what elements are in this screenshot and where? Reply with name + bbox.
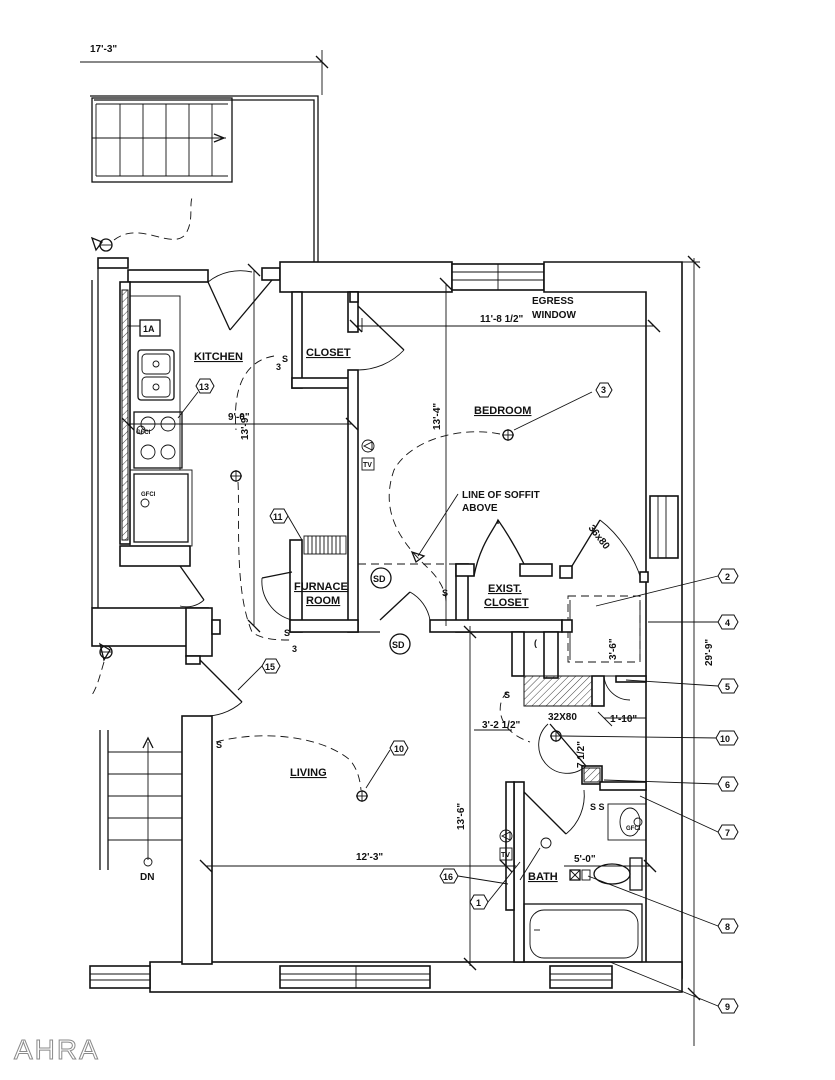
switch-furnace: S (284, 628, 290, 638)
room-label-exist-closet-1: EXIST. (488, 583, 522, 595)
switch-kitchen-num: 3 (276, 362, 281, 372)
dim-kitchen-width: 9'-0" (228, 412, 250, 423)
living-walls: DN (91, 545, 515, 965)
switch-mark-closet: ( (534, 638, 537, 648)
electrical: S S S 3 3 S S TV TV SD SD (215, 354, 562, 861)
switch-hall: S (504, 690, 510, 700)
dim-kitchen-height: 13'-9" (240, 413, 251, 440)
watermark: AHRA (14, 1034, 100, 1066)
switch-mark-bath: S S (590, 802, 605, 812)
dim-bedroom-height: 13'-4" (432, 403, 443, 430)
switch-kitchen: S (282, 354, 288, 364)
dim-hall-width: 3'-2 1/2" (482, 720, 521, 731)
callout-3: 3 (601, 385, 606, 395)
callout-8: 8 (725, 922, 730, 932)
upper-stair (90, 95, 319, 262)
room-label-exist-closet-2: CLOSET (484, 597, 529, 609)
callout-7: 7 (725, 828, 730, 838)
callout-10-hall: 10 (720, 734, 730, 744)
tv-label-bedroom: TV (363, 462, 372, 469)
dim-bedroom-width: 11'-8 1/2" (480, 314, 524, 325)
callout-16: 16 (443, 872, 453, 882)
callouts: 3 13 11 15 10 16 1 2 4 5 (177, 378, 739, 1014)
gfci-label-2: GFCI (141, 492, 156, 498)
dim-closet-depth: 3'-6" (608, 638, 619, 660)
switch-s-bedroom: S (442, 588, 448, 598)
soffit-line (358, 493, 459, 565)
callout-9: 9 (725, 1002, 730, 1012)
switch-furnace-num: 3 (292, 644, 297, 654)
gfci-label-bath: GFCI (626, 826, 641, 832)
switch-living: S (216, 740, 222, 750)
furnace-room (261, 535, 359, 633)
callout-10-living: 10 (394, 744, 404, 754)
callout-5: 5 (725, 682, 730, 692)
callout-1: 1 (476, 898, 481, 908)
room-label-furnace-2: ROOM (306, 595, 340, 607)
wall-light-fixture (90, 194, 194, 252)
dim-bath-door: 7 1/2" (576, 741, 587, 768)
room-label-bath: BATH (528, 871, 558, 883)
dim-top-overall: 17'-3" (90, 44, 117, 55)
dim-bath-width: 5'-0" (574, 854, 596, 865)
kitchen-walls: 1A GFCI GFCI (91, 257, 281, 609)
callout-4: 4 (725, 618, 730, 628)
bedroom-interior-walls: ( (358, 518, 649, 707)
callout-6: 6 (725, 780, 730, 790)
egress-label-1: EGRESS (532, 296, 574, 307)
callout-15: 15 (265, 662, 275, 672)
room-labels: KITCHEN CLOSET BEDROOM FURNACE ROOM EXIS… (194, 296, 576, 883)
room-label-closet: CLOSET (306, 347, 351, 359)
smoke-detector-2: SD (392, 640, 405, 650)
callout-2: 2 (725, 572, 730, 582)
soffit-label-2: ABOVE (462, 503, 498, 514)
dim-living-height: 13'-6" (456, 803, 467, 830)
room-label-living: LIVING (290, 767, 327, 779)
door-size-32x80: 32X80 (548, 712, 577, 723)
egress-label-2: WINDOW (532, 310, 576, 321)
room-label-furnace-1: FURNACE (294, 581, 348, 593)
dim-overall-height: 29'-9" (704, 639, 715, 666)
soffit-label-1: LINE OF SOFFIT (462, 490, 540, 501)
dim-living-width: 12'-3" (356, 852, 383, 863)
dim-bath-small: 1'-10" (610, 714, 637, 725)
callout-13: 13 (199, 382, 209, 392)
room-label-kitchen: KITCHEN (194, 351, 243, 363)
smoke-detector-1: SD (373, 574, 386, 584)
appliance-tag: 1A (143, 324, 155, 334)
callout-11: 11 (273, 512, 283, 522)
tv-label-living: TV (501, 852, 510, 859)
room-label-bedroom: BEDROOM (474, 405, 531, 417)
top-dimension: 17'-3" (80, 44, 329, 95)
stair-down-label: DN (140, 872, 154, 883)
